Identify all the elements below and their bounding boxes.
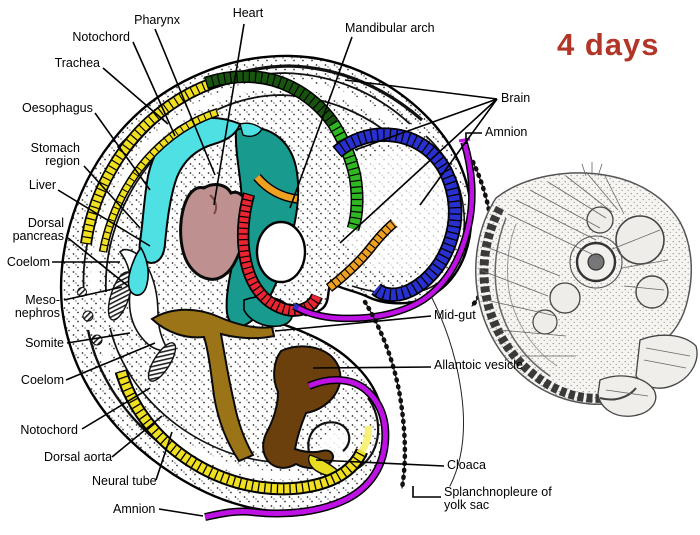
leader-line-coelom-lower [65, 342, 156, 381]
leader-line-somite [66, 332, 131, 344]
sketch-inner-line [494, 217, 551, 377]
label-cloaca: Cloaca [447, 458, 486, 472]
heart-detail [209, 194, 218, 215]
leader-lines [52, 23, 498, 517]
stomodeum-oval [255, 220, 307, 284]
label-somite: Somite [25, 336, 64, 350]
inner-contour-d [109, 327, 293, 464]
label-stomach-region: Stomach region [30, 141, 80, 168]
label-coelom-upper: Coelom [6, 255, 50, 269]
leader-line-mesonephros [63, 286, 123, 301]
midgut-shape [150, 308, 276, 463]
label-notochord-upper: Notochord [72, 30, 130, 44]
label-brain: Brain [501, 91, 531, 105]
head-interior [340, 150, 450, 274]
sketch-inner-line-2 [507, 223, 558, 367]
label-mandibular-arch: Mandibular arch [345, 21, 435, 35]
leader-line-brain-4 [339, 98, 498, 244]
label-trachea: Trachea [54, 56, 100, 70]
leader-line-oesophagus [94, 112, 151, 191]
section-illustration [59, 54, 495, 521]
label-notochord-lower: Notochord [20, 423, 78, 437]
label-coelom-lower: Coelom [20, 373, 64, 387]
amnion-line-tail [204, 376, 390, 521]
leader-line-brain-3 [419, 98, 498, 206]
sketch-head-lobe-2 [635, 275, 669, 309]
label-oesophagus: Oesophagus [22, 101, 93, 115]
label-neural-tube: Neural tube [92, 474, 157, 488]
leader-line-liver [57, 189, 151, 247]
somite-block [91, 334, 103, 346]
label-amnion-upper: Amnion [485, 125, 528, 139]
leader-line-pharynx [154, 28, 216, 176]
title-4-days: 4 days [557, 27, 660, 62]
sketch-brain-vesicle [586, 206, 614, 234]
leader-line-mandibular-arch [289, 36, 353, 209]
label-heart: Heart [232, 6, 264, 20]
heart-shape [179, 183, 249, 281]
somite-block [82, 310, 94, 322]
sketch-radiating-lines [479, 162, 691, 397]
leader-line-stomach [83, 165, 141, 229]
brain-band-green [204, 70, 364, 232]
label-dorsal-pancreas: Dorsal pancreas [12, 216, 64, 243]
leader-line-brain-2 [354, 98, 498, 151]
brain-band-orange-lower [325, 219, 398, 292]
sketch-limb-bud [635, 334, 698, 389]
leader-line-midgut [274, 315, 432, 332]
leader-line-cloaca [315, 459, 445, 467]
coelom-channel-lower [95, 328, 296, 480]
label-mid-gut: Mid-gut [434, 308, 476, 322]
neural-tube-band-lower [114, 369, 372, 496]
label-mesonephros: Meso-nephros [14, 293, 60, 320]
leader-line-allantoic [312, 366, 432, 369]
neural-tube-band-upper [80, 71, 236, 245]
leader-line-splanchnopleure [412, 486, 441, 498]
mesonephros-body-2 [147, 342, 177, 382]
sketch-heart-bulge [549, 282, 581, 314]
coelom-channel-upper [90, 79, 405, 295]
leader-line-amnion-lower [158, 508, 204, 517]
leader-line-neural-tube [155, 431, 173, 481]
leader-line-brain-1 [344, 79, 498, 100]
sketch-head-lobe [615, 215, 665, 265]
leader-line-trachea [102, 67, 169, 125]
label-pharynx: Pharynx [134, 13, 180, 27]
sketch-eye-ring [569, 235, 623, 289]
label-dorsal-aorta: Dorsal aorta [44, 450, 113, 464]
label-liver: Liver [28, 178, 56, 192]
pharynx-roof [239, 122, 263, 138]
leader-line-amnion-upper [465, 132, 482, 144]
leader-line-notochord-lower [81, 387, 151, 430]
sketch-somite-chain [479, 205, 605, 403]
label-allantoic-vesicle: Allantoic vesicle [434, 358, 523, 372]
leader-line-heart [213, 23, 245, 206]
embryo-sketch [475, 162, 698, 417]
allantoic-vesicle-shape [262, 345, 342, 470]
leader-line-dorsal-aorta [111, 415, 163, 458]
label-splanchnopleure: Splanchnopleure of yolk sac [444, 485, 552, 512]
sketch-tail-curl [599, 387, 637, 401]
label-amnion-lower: Amnion [113, 502, 156, 516]
leader-line-notochord-upper [132, 41, 176, 137]
liver-duct [127, 246, 149, 296]
